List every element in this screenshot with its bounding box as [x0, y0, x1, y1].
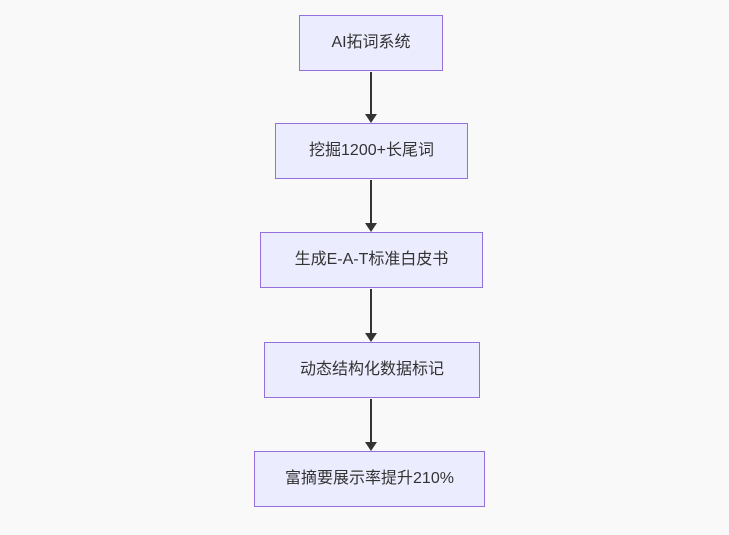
arrow-down-icon	[365, 333, 377, 342]
node-label: AI拓词系统	[331, 34, 411, 51]
flowchart-node-structured-data-markup: 动态结构化数据标记	[264, 342, 480, 398]
flowchart-edge-c-to-d	[365, 289, 377, 342]
flowchart-edge-d-to-e	[365, 399, 377, 451]
flowchart-node-ai-expansion-system: AI拓词系统	[299, 15, 443, 71]
edge-line	[370, 399, 372, 442]
flowchart-node-rich-snippet-rate: 富摘要展示率提升210%	[254, 451, 485, 507]
node-label: 挖掘1200+长尾词	[309, 142, 434, 159]
edge-line	[370, 289, 372, 333]
arrow-down-icon	[365, 442, 377, 451]
node-label: 生成E-A-T标准白皮书	[294, 251, 449, 268]
flowchart-edge-b-to-c	[365, 180, 377, 232]
flowchart-node-eat-whitepaper: 生成E-A-T标准白皮书	[260, 232, 483, 288]
edge-line	[370, 180, 372, 223]
node-label: 动态结构化数据标记	[299, 361, 444, 378]
arrow-down-icon	[365, 114, 377, 123]
flowchart-node-longtail-mining: 挖掘1200+长尾词	[275, 123, 468, 179]
edge-line	[370, 72, 372, 114]
flowchart-edge-a-to-b	[365, 72, 377, 123]
arrow-down-icon	[365, 223, 377, 232]
node-label: 富摘要展示率提升210%	[285, 470, 454, 487]
